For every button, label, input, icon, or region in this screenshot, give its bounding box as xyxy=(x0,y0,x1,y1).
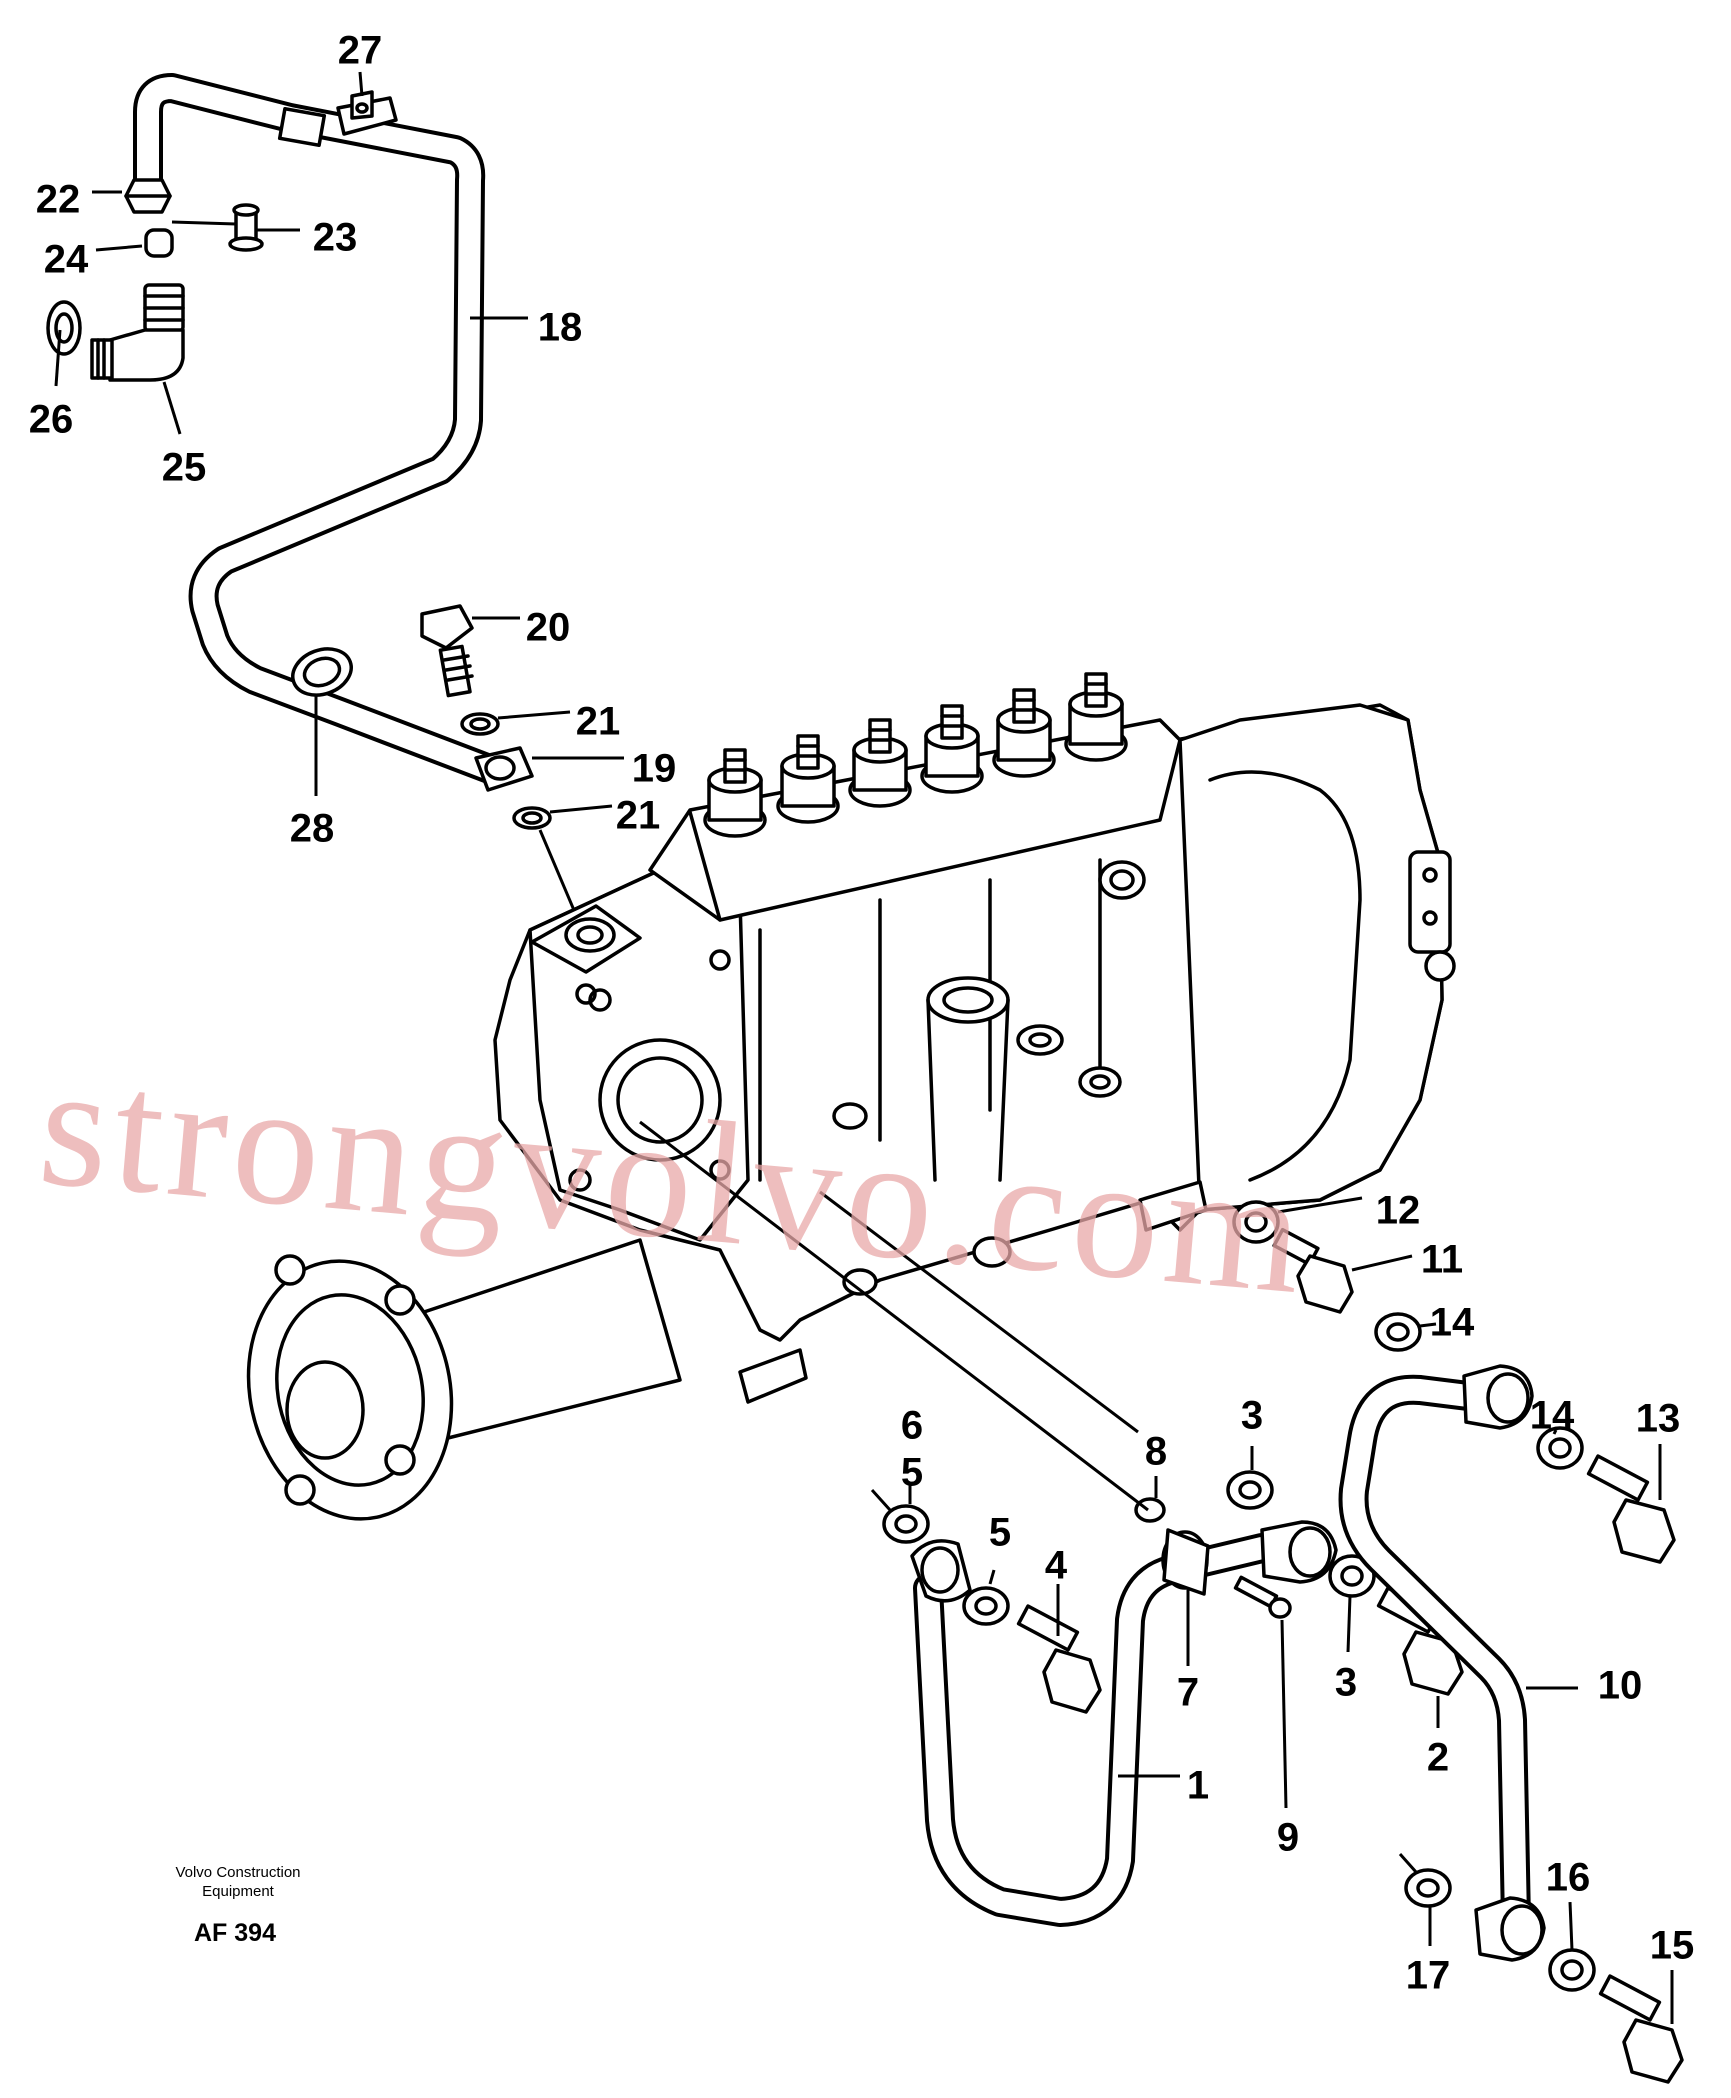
pipe-10 xyxy=(1338,1374,1531,1935)
bolt-15 xyxy=(1598,1974,1684,2084)
nut-22 xyxy=(124,178,172,214)
callout-9: 9 xyxy=(1277,1816,1299,1860)
banjo-pipe-10-upper xyxy=(1462,1364,1534,1430)
callout-16: 16 xyxy=(1546,1856,1591,1900)
banjo-pipe-10-lower xyxy=(1474,1896,1546,1962)
bolt-4 xyxy=(1016,1604,1102,1714)
return-pipe-18 xyxy=(133,73,507,785)
figure-code: AF 394 xyxy=(194,1919,276,1947)
washer-3-lower xyxy=(1328,1554,1376,1598)
washer-14-upper xyxy=(1374,1312,1422,1352)
callout-23: 23 xyxy=(313,216,358,260)
elbow-25 xyxy=(90,283,185,382)
callout-28: 28 xyxy=(290,807,335,851)
callout-15: 15 xyxy=(1650,1924,1695,1968)
caption-block: Volvo Construction Equipment AF 394 xyxy=(175,1864,300,1947)
callout-5: 5 xyxy=(901,1451,923,1495)
washer-5 xyxy=(962,1586,1010,1626)
callout-20: 20 xyxy=(526,606,571,650)
washer-21-upper xyxy=(460,712,500,736)
callout-22: 22 xyxy=(36,178,81,222)
callout-4: 4 xyxy=(1045,1544,1068,1588)
banjo-pipe-1 xyxy=(910,1539,972,1603)
callout-7: 7 xyxy=(1177,1671,1199,1715)
washer-21-lower xyxy=(512,806,552,830)
callout-3: 3 xyxy=(1335,1661,1357,1705)
callout-21: 21 xyxy=(616,794,661,838)
callout-17: 17 xyxy=(1406,1954,1451,1998)
washer-5-6 xyxy=(882,1504,930,1544)
callout-14: 14 xyxy=(1430,1301,1475,1345)
bracket-27 xyxy=(336,90,398,136)
callout-5: 5 xyxy=(989,1511,1011,1555)
callout-3: 3 xyxy=(1241,1394,1263,1438)
callout-8: 8 xyxy=(1145,1430,1167,1474)
clamp-7 xyxy=(1161,1528,1210,1596)
callout-12: 12 xyxy=(1376,1189,1421,1233)
washer-12 xyxy=(1232,1200,1280,1244)
drive-coupling xyxy=(246,1238,682,1521)
banjo-bolt-20 xyxy=(420,604,474,698)
callout-10: 10 xyxy=(1598,1664,1643,1708)
callout-13: 13 xyxy=(1636,1397,1681,1441)
plug-23 xyxy=(228,203,264,252)
delivery-valves xyxy=(703,672,1128,838)
callout-26: 26 xyxy=(29,398,74,442)
washer-3-upper xyxy=(1226,1470,1274,1510)
callout-21: 21 xyxy=(576,700,621,744)
callout-11: 11 xyxy=(1421,1238,1463,1282)
callout-19: 19 xyxy=(632,747,677,791)
company-line-2: Equipment xyxy=(202,1883,275,1900)
injection-pump xyxy=(493,672,1456,1404)
callout-2: 2 xyxy=(1427,1736,1449,1780)
clamp-28 xyxy=(291,647,353,697)
pipe-1 xyxy=(913,1533,1277,1927)
callout-6: 6 xyxy=(901,1404,923,1448)
callout-27: 27 xyxy=(338,29,383,73)
sleeve-24 xyxy=(144,228,174,258)
callout-14: 14 xyxy=(1530,1394,1575,1438)
washer-16 xyxy=(1548,1948,1596,1992)
callout-18: 18 xyxy=(538,306,583,350)
washer-17 xyxy=(1404,1868,1452,1908)
company-line-1: Volvo Construction xyxy=(175,1864,300,1881)
screw-9 xyxy=(1233,1575,1292,1619)
callout-25: 25 xyxy=(162,446,207,490)
callout-1: 1 xyxy=(1187,1764,1209,1808)
banjo-pipe-1-right xyxy=(1260,1520,1338,1584)
bolt-13 xyxy=(1586,1454,1676,1564)
banjo-19 xyxy=(474,746,534,792)
bolt-11 xyxy=(1272,1227,1354,1314)
washer-26 xyxy=(46,300,82,356)
washer-14-lower xyxy=(1536,1426,1584,1470)
callout-24: 24 xyxy=(44,238,89,282)
